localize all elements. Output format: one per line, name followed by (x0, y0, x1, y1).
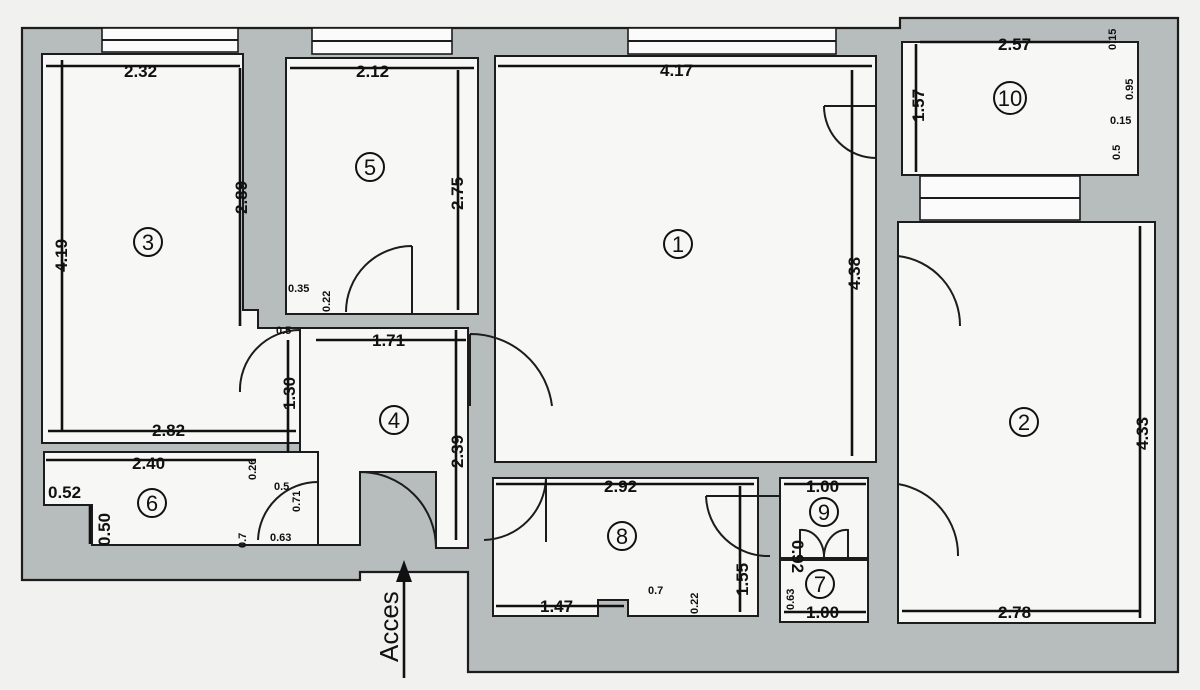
dim-room8-width: 2.92 (604, 477, 637, 496)
dim-room9-height: 0.92 (788, 540, 807, 573)
room-label-8: 8 (616, 524, 628, 549)
dim-hall-small: 0.5 (276, 325, 291, 337)
dim-room8-bottom: 1.47 (540, 597, 573, 616)
room-7-area (779, 559, 869, 623)
dim-room5-b: 0.22 (321, 291, 333, 312)
room-label-7: 7 (814, 572, 826, 597)
room-label-3: 3 (142, 230, 154, 255)
dim-room10-b: 0.15 (1110, 115, 1131, 127)
room-label-1: 1 (672, 232, 684, 257)
dim-room2-height: 4.33 (1133, 417, 1152, 450)
dim-room5-a: 0.35 (288, 283, 309, 295)
room-label-9: 9 (818, 500, 830, 525)
room-5-area (285, 57, 479, 315)
room-6-area (43, 451, 319, 546)
dimension-labels: 2.32 4.19 2.89 2.82 2.12 2.75 0.35 0.22 … (48, 29, 1152, 622)
door-room3[interactable] (238, 329, 301, 396)
dim-room10-d: 0.15 (1107, 29, 1119, 50)
dim-room10-height: 1.57 (909, 89, 928, 122)
door-room10[interactable] (823, 105, 877, 159)
dim-room6-door-a: 0.5 (274, 481, 289, 493)
dim-hall-side: 1.30 (280, 377, 299, 410)
door-room2-lower[interactable] (897, 483, 960, 558)
dim-room3-bottom: 2.82 (152, 421, 185, 440)
room-label-2: 2 (1018, 410, 1030, 435)
room-label-10: 10 (998, 86, 1022, 111)
door-entrance[interactable] (359, 471, 437, 549)
door-room7[interactable] (799, 528, 849, 561)
room-8-area (492, 477, 759, 617)
dim-room6-height: 0.50 (95, 513, 114, 546)
dim-hall-width: 1.71 (372, 331, 405, 350)
dim-room6-width: 2.40 (132, 454, 165, 473)
door-room1[interactable] (469, 332, 553, 407)
dim-room8-step-b: 0.22 (689, 593, 701, 614)
dim-room10-a: 0.95 (1124, 79, 1136, 100)
dim-room9-width: 1.00 (806, 477, 839, 496)
room-9-area (779, 477, 869, 559)
dim-room10-c: 0.5 (1111, 145, 1123, 160)
room-label-5: 5 (364, 155, 376, 180)
room-3-area (41, 53, 301, 444)
door-room5[interactable] (345, 245, 413, 314)
dimension-lines (46, 40, 1142, 678)
dim-room3-height: 4.19 (52, 239, 71, 272)
dim-room7-height: 0.63 (785, 589, 797, 610)
room-label-4: 4 (388, 408, 400, 433)
dim-room6-door-b: 0.71 (291, 491, 303, 512)
room-label-6: 6 (146, 491, 158, 516)
dim-room7-width: 1.00 (806, 603, 839, 622)
entrance-label: Acces (374, 591, 404, 662)
dim-room3-inner: 2.89 (232, 181, 251, 214)
dim-hall-height: 2.39 (448, 435, 467, 468)
door-room2[interactable] (897, 255, 962, 330)
dim-room1-width: 4.17 (660, 61, 693, 80)
dim-room3-width: 2.32 (124, 62, 157, 81)
dim-room5-height: 2.75 (448, 177, 467, 210)
dim-room1-height: 4.38 (845, 257, 864, 290)
door-room8[interactable] (483, 477, 547, 542)
room-labels: 1 2 3 4 5 6 7 8 9 10 (133, 81, 1039, 599)
dim-room8-height: 1.55 (733, 563, 752, 596)
dim-room6-door-c: 0.63 (270, 532, 291, 544)
door-room9[interactable] (705, 495, 780, 558)
dim-room6-offset: 0.52 (48, 483, 81, 502)
dim-room2-width: 2.78 (998, 603, 1031, 622)
dim-room6-door-d: 0.7 (237, 533, 249, 548)
dim-room5-width: 2.12 (356, 62, 389, 81)
room-1-area (494, 55, 877, 463)
dim-room10-width: 2.57 (998, 35, 1031, 54)
dim-room8-step-a: 0.7 (648, 585, 663, 597)
dim-room6-small: 0.26 (247, 459, 259, 480)
door-room6[interactable] (257, 481, 319, 541)
